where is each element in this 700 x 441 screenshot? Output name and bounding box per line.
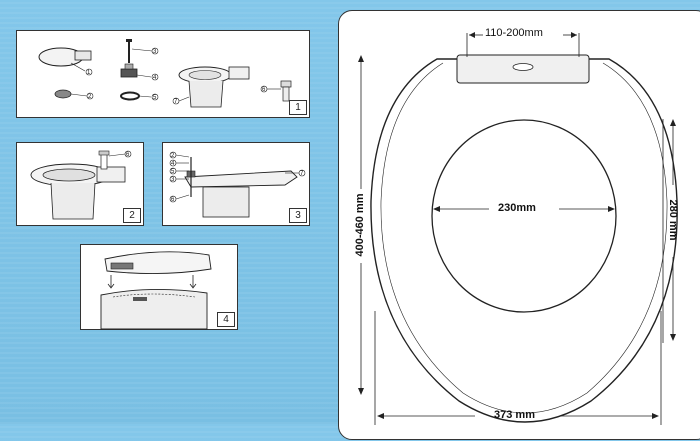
step-1-panel: 1 2 3 4 5 7 bbox=[16, 30, 310, 118]
callout-3: 3 bbox=[153, 49, 157, 55]
fastener-part bbox=[100, 152, 108, 170]
callout-5: 5 bbox=[153, 95, 157, 101]
step-3-panel: 2 4 5 3 6 7 3 bbox=[162, 142, 310, 226]
length-label: 400-460 mm bbox=[354, 193, 366, 257]
rubber-washer-part bbox=[120, 91, 140, 101]
toilet-bowl-part bbox=[178, 66, 250, 108]
callout-7: 7 bbox=[300, 171, 304, 177]
seat-opening bbox=[431, 119, 617, 313]
step-2-panel: 6 2 bbox=[16, 142, 144, 226]
callout-6: 6 bbox=[126, 152, 130, 158]
callout-2: 2 bbox=[88, 94, 92, 100]
callout-4: 4 bbox=[171, 161, 175, 167]
callout-7: 7 bbox=[174, 99, 178, 105]
callout-6: 6 bbox=[262, 87, 266, 93]
callout-2: 2 bbox=[171, 153, 175, 159]
step-number: 4 bbox=[217, 312, 235, 327]
cover-cap-part bbox=[54, 89, 72, 99]
step-4-panel: 4 bbox=[80, 244, 238, 330]
hinge-spacing-label: 110-200mm bbox=[485, 27, 543, 39]
seat-dimensions-diagram bbox=[358, 32, 678, 425]
outer-width-label: 373 mm bbox=[494, 409, 535, 421]
callout-3: 3 bbox=[171, 177, 175, 183]
hinge-part bbox=[120, 68, 138, 78]
seat-installation-illustration bbox=[100, 251, 212, 330]
inner-width-label: 230mm bbox=[498, 202, 536, 214]
step-number: 2 bbox=[123, 208, 141, 223]
inner-length-label: 280 mm bbox=[667, 199, 679, 241]
callout-4: 4 bbox=[153, 75, 157, 81]
bowl-illustration: 6 bbox=[30, 150, 132, 220]
step-number: 1 bbox=[289, 100, 307, 115]
hinge-assembly-illustration: 2 4 5 3 6 7 bbox=[169, 151, 306, 218]
parts-illustration: 1 2 3 4 5 7 bbox=[38, 39, 292, 108]
fastener-part bbox=[280, 80, 292, 102]
callout-6: 6 bbox=[171, 197, 175, 203]
step-number: 3 bbox=[289, 208, 307, 223]
callout-5: 5 bbox=[171, 169, 175, 175]
dimensions-panel: 110-200mm 230mm 400-460 mm 280 mm 373 mm bbox=[338, 10, 700, 440]
callout-1: 1 bbox=[87, 70, 91, 76]
